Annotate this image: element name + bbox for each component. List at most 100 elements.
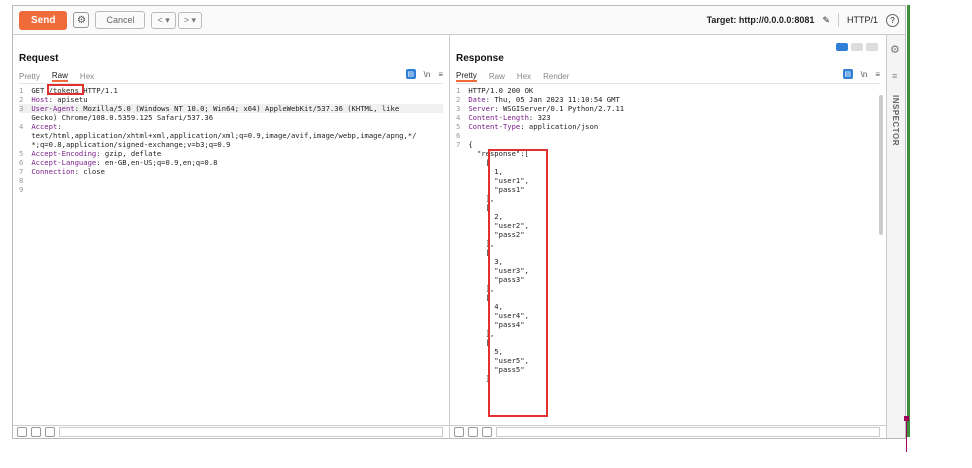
protocol-label[interactable]: HTTP/1 — [846, 15, 878, 25]
pretty-print-icon[interactable]: ▤ — [405, 69, 416, 79]
tab-raw[interactable]: Raw — [488, 71, 505, 81]
code-line: 6 — [456, 131, 880, 140]
line-text: HTTP/1.0 200 OK — [468, 86, 534, 95]
line-number: 2 — [456, 95, 461, 104]
code-line: 2 Date: Thu, 05 Jan 2023 11:10:54 GMT — [456, 95, 880, 104]
line-text: 2, — [468, 212, 503, 221]
tab-render[interactable]: Render — [543, 71, 570, 81]
code-line: 4 Content-Length: 323 — [456, 113, 880, 122]
code-line: ] — [456, 374, 880, 383]
code-line: 3 User-Agent: Mozilla/5.0 (Windows NT 10… — [19, 104, 443, 113]
line-text: [ — [468, 248, 490, 257]
code-line: "pass5" — [456, 365, 880, 374]
line-number: 4 — [456, 113, 461, 122]
code-line: 7 { — [456, 140, 880, 149]
target-label[interactable]: Target: http://0.0.0.0:8081 — [706, 15, 815, 25]
line-text: 3, — [468, 257, 503, 266]
response-title: Response — [456, 53, 504, 64]
line-number: 5 — [19, 149, 24, 158]
line-number: 3 — [456, 104, 461, 113]
search-options-icon[interactable] — [31, 427, 41, 437]
line-text: "user1", — [468, 176, 529, 185]
inspector-lines-icon[interactable]: ≡ — [892, 71, 898, 81]
code-line: "user1", — [456, 176, 880, 185]
edit-pencil-icon[interactable]: ✎ — [822, 14, 830, 25]
search-settings-icon[interactable] — [454, 427, 464, 437]
search-prev-icon[interactable] — [45, 427, 55, 437]
line-text: Content-Length: 323 — [468, 113, 551, 122]
line-text: "pass4" — [468, 320, 525, 329]
highlight-tokens-path — [47, 84, 84, 95]
back-button[interactable]: < ▾ — [151, 11, 176, 29]
inspector-sidebar[interactable]: ⚙ ≡ INSPECTOR — [886, 35, 905, 438]
help-icon[interactable]: ? — [886, 13, 899, 27]
pretty-print-icon[interactable]: ▤ — [842, 69, 853, 79]
code-line: [ — [456, 248, 880, 257]
line-text: "pass3" — [468, 275, 525, 284]
history-nav: < ▾ > ▾ — [151, 11, 203, 29]
line-text: [ — [468, 338, 490, 347]
menu-icon[interactable]: ≡ — [875, 69, 880, 79]
code-line: 7 Connection: close — [19, 167, 443, 176]
send-button[interactable]: Send — [19, 10, 68, 30]
code-line: 1, — [456, 167, 880, 176]
code-line: "user4", — [456, 311, 880, 320]
search-settings-icon[interactable] — [17, 427, 27, 437]
line-text: [ — [468, 293, 490, 302]
line-text: "user5", — [468, 356, 529, 365]
code-line: 8 — [19, 176, 443, 185]
line-number: 8 — [19, 176, 24, 185]
tab-pretty[interactable]: Pretty — [456, 70, 477, 82]
line-text: { — [468, 140, 473, 149]
cursor-marker-dot — [904, 416, 909, 421]
search-prev-icon[interactable] — [482, 427, 492, 437]
line-text: Host: apisetu — [31, 95, 88, 104]
layout-vertical-icon[interactable] — [866, 43, 878, 51]
menu-icon[interactable]: ≡ — [438, 69, 443, 79]
settings-gear-icon[interactable]: ⚙ — [73, 12, 90, 28]
layout-horizontal-icon[interactable] — [851, 43, 863, 51]
line-text: "pass1" — [468, 185, 525, 194]
tab-raw[interactable]: Raw — [51, 70, 68, 82]
line-number: 6 — [456, 131, 461, 140]
newline-toggle-icon[interactable]: \n — [860, 69, 868, 79]
line-text: GET /tokens HTTP/1.1 — [31, 86, 118, 95]
inspector-label[interactable]: INSPECTOR — [891, 95, 900, 147]
line-text: "pass2" — [468, 230, 525, 239]
search-options-icon[interactable] — [468, 427, 478, 437]
tab-hex[interactable]: Hex — [516, 71, 532, 81]
toolbar: Send ⚙ Cancel < ▾ > ▾ Target: http://0.0… — [13, 6, 905, 35]
line-text: "user3", — [468, 266, 529, 275]
line-number: 1 — [456, 86, 461, 95]
tab-hex[interactable]: Hex — [79, 71, 95, 81]
inspector-gear-icon[interactable]: ⚙ — [890, 44, 900, 56]
line-number: 4 — [19, 122, 24, 131]
line-text: text/html,application/xhtml+xml,applicat… — [31, 131, 417, 140]
code-line: 6 Accept-Language: en-GB,en-US;q=0.9,en;… — [19, 158, 443, 167]
line-number: 6 — [19, 158, 24, 167]
code-line: 5 Accept-Encoding: gzip, deflate — [19, 149, 443, 158]
response-search-input[interactable] — [496, 427, 880, 437]
code-line: 9 — [19, 185, 443, 194]
line-number: 3 — [19, 104, 24, 113]
line-text: "user2", — [468, 221, 529, 230]
code-line: [ — [456, 338, 880, 347]
layout-side-by-side-icon[interactable] — [836, 43, 848, 51]
tab-pretty[interactable]: Pretty — [19, 71, 40, 81]
line-text: [ — [468, 203, 490, 212]
request-search-input[interactable] — [59, 427, 443, 437]
newline-toggle-icon[interactable]: \n — [423, 69, 431, 79]
code-line: "user5", — [456, 356, 880, 365]
cancel-button[interactable]: Cancel — [95, 11, 146, 29]
line-text: "response":[ — [468, 149, 529, 158]
response-scrollbar[interactable] — [879, 95, 883, 235]
request-tabs: Pretty Raw Hex ▤ \n ≡ — [19, 69, 443, 84]
forward-button[interactable]: > ▾ — [177, 11, 203, 29]
code-line: 3, — [456, 257, 880, 266]
response-tabs: Pretty Raw Hex Render ▤ \n ≡ — [456, 69, 880, 84]
line-text: "pass5" — [468, 365, 525, 374]
line-text: Gecko) Chrome/108.0.5359.125 Safari/537.… — [31, 113, 214, 122]
line-text: Server: WSGIServer/0.1 Python/2.7.11 — [468, 104, 625, 113]
